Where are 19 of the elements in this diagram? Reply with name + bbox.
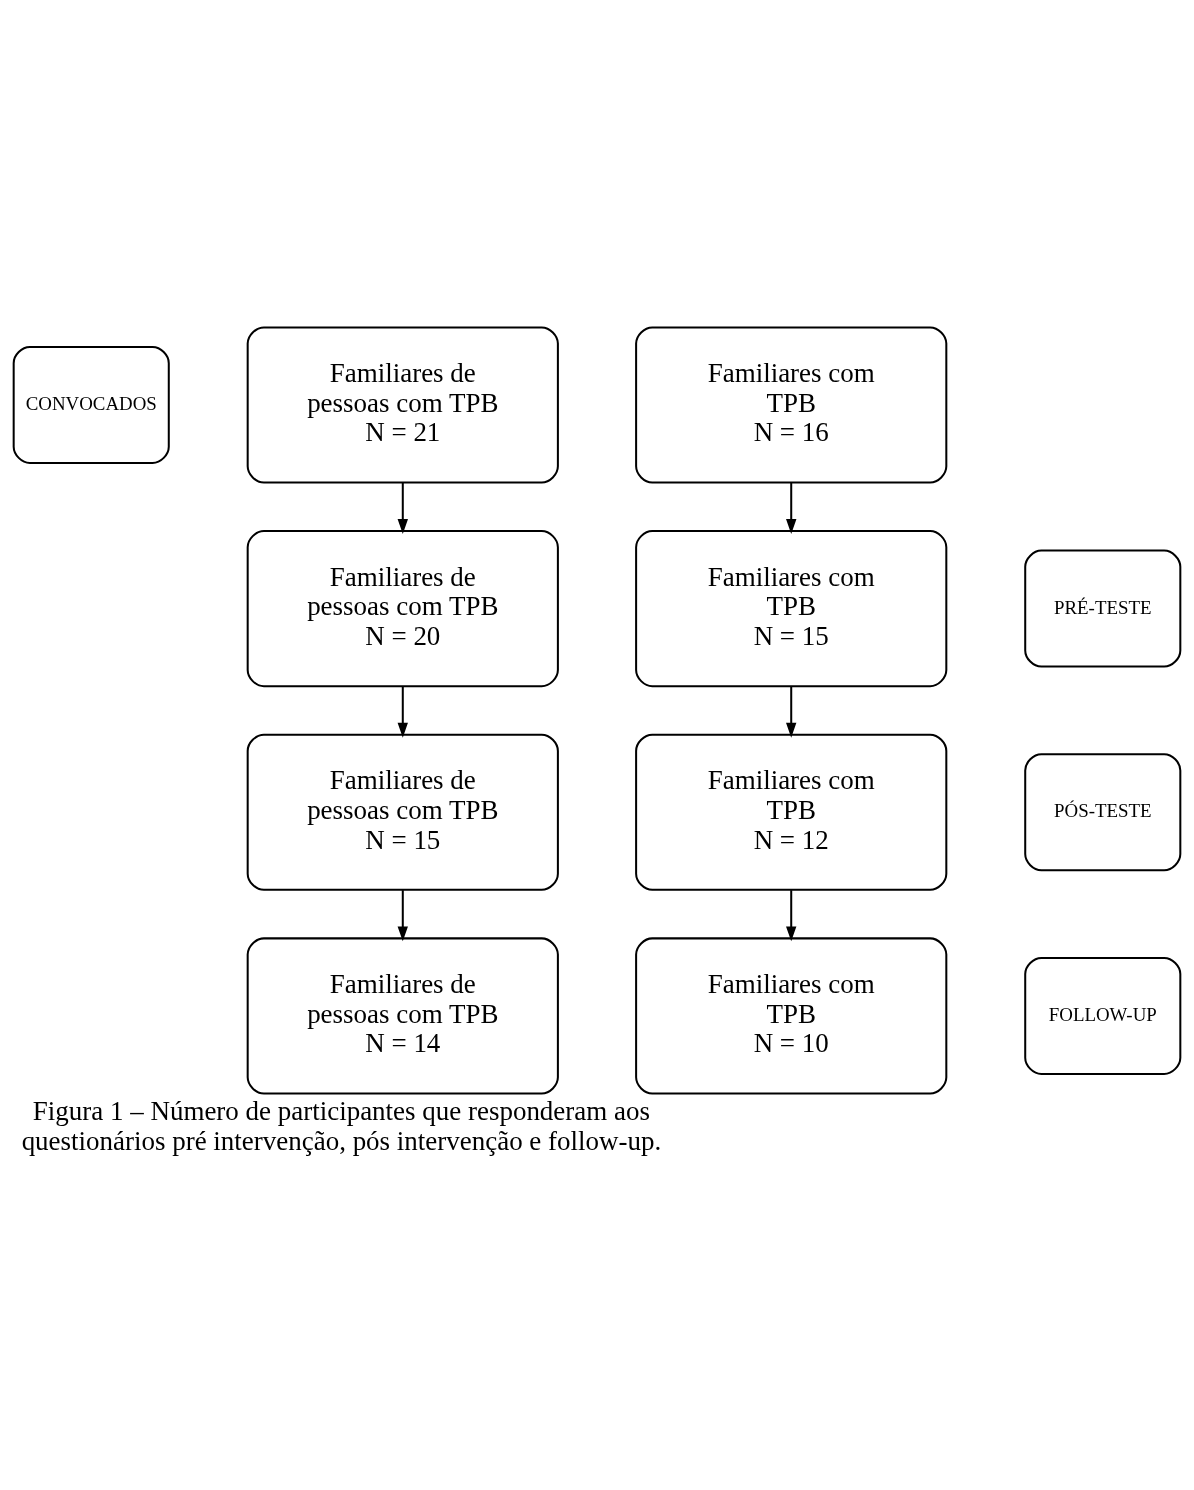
node-box: Familiares com TPB N = 15 [635, 529, 948, 687]
node-box: FOLLOW-UP [1024, 956, 1182, 1075]
arrow [786, 686, 797, 738]
node-box: Familiares de pessoas com TPB N = 21 [246, 325, 559, 483]
caption: Figura 1 – Número de participantes que responderam aos questionários pré intervenção, pós intervenção e follow-up. [21, 1095, 662, 1156]
node-box: Familiares de pessoas com TPB N = 14 [246, 936, 559, 1094]
node-box: PRÉ-TESTE [1024, 549, 1182, 668]
node-box: CONVOCADOS [12, 345, 170, 464]
arrow [397, 889, 408, 941]
node-box: PÓS-TESTE [1024, 752, 1182, 871]
node-box: Familiares com TPB N = 10 [635, 936, 948, 1094]
arrow [397, 482, 408, 534]
arrow [397, 686, 408, 738]
node-box: Familiares de pessoas com TPB N = 15 [246, 733, 559, 891]
node-box: Familiares com TPB N = 12 [635, 733, 948, 891]
arrow [786, 889, 797, 941]
node-box: Familiares de pessoas com TPB N = 20 [246, 529, 559, 687]
arrow [786, 482, 797, 534]
node-box: Familiares com TPB N = 16 [635, 325, 948, 483]
